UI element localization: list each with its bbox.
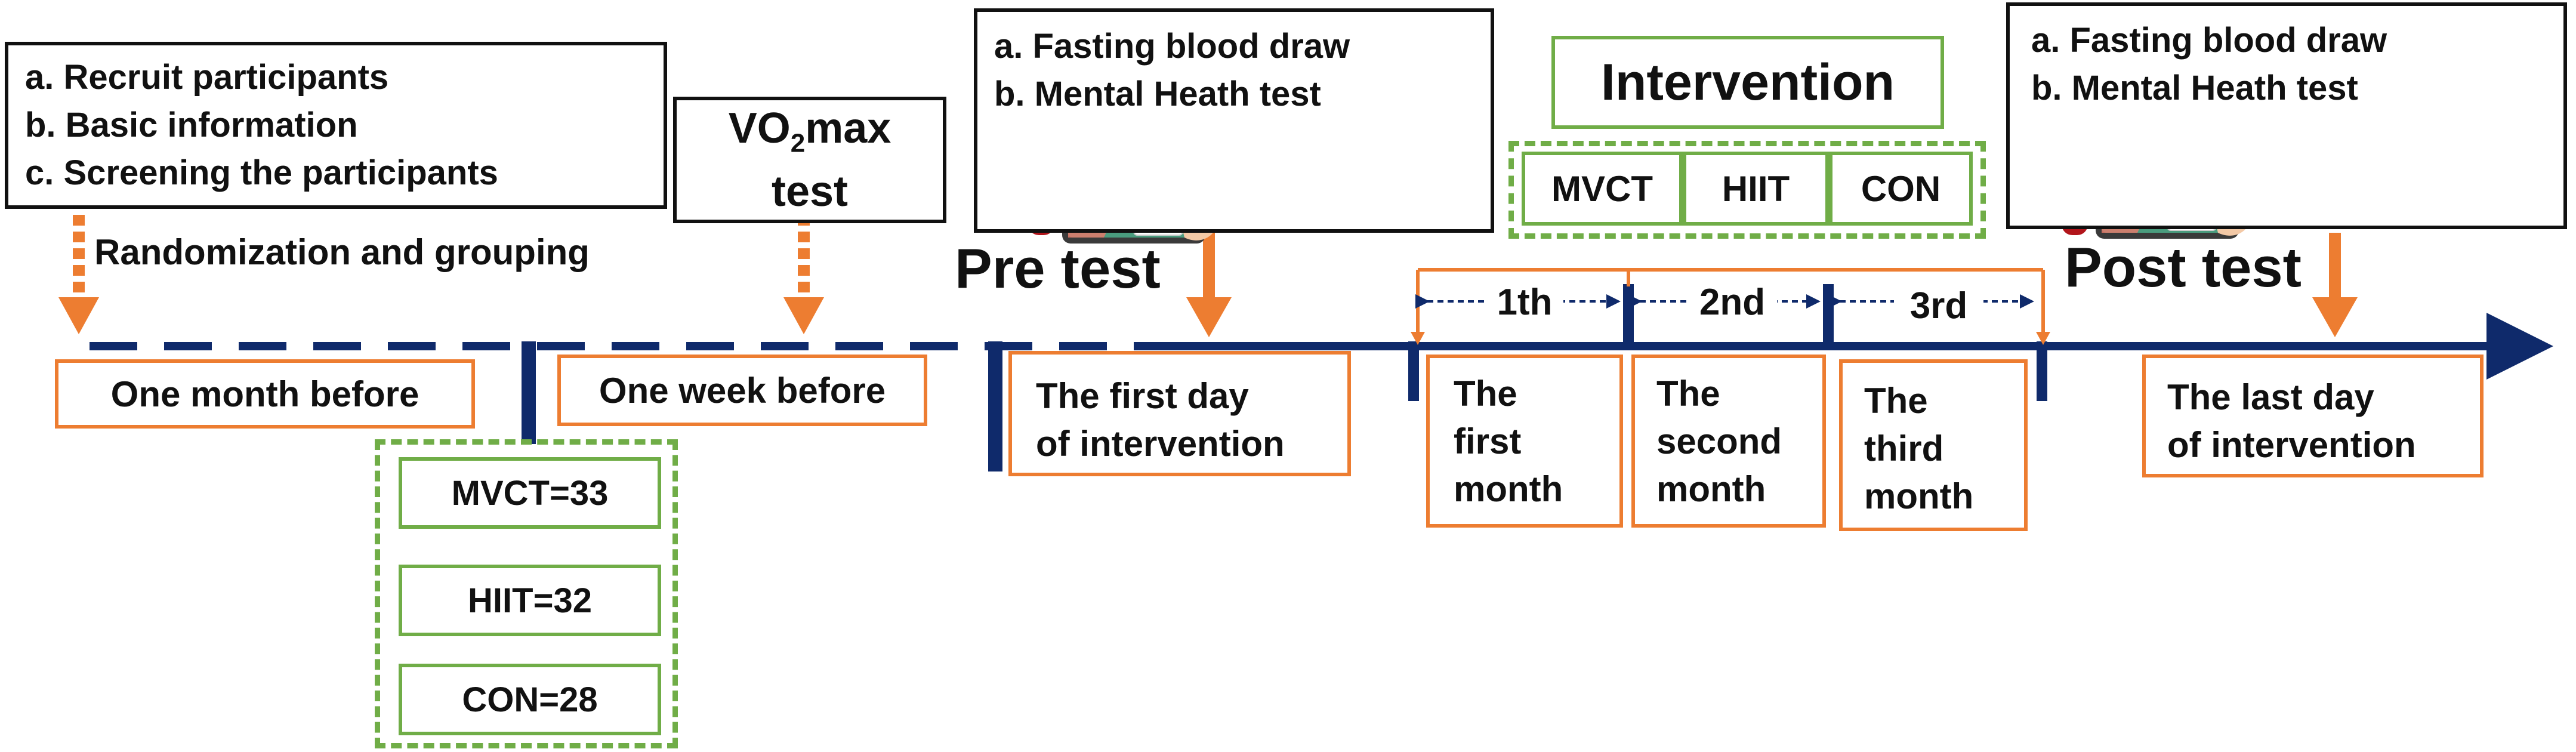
vo2max-test-label: test <box>771 167 849 215</box>
post-test-label: Post test <box>2065 236 2302 298</box>
group-size-mvct: MVCT=33 <box>399 457 661 529</box>
period-label-2: 2nd <box>1687 282 1777 323</box>
recruitment-item: c. Screening the participants <box>25 153 498 192</box>
month-2-line-2: second <box>1656 421 1782 461</box>
post-test-item: a. Fasting blood draw <box>2031 21 2387 60</box>
first-day-line-2: of intervention <box>1036 424 1285 464</box>
intervention-groups-container <box>1508 141 1986 239</box>
recruitment-box: a. Recruit participants b. Basic informa… <box>5 42 667 209</box>
vo2max-title: VO2max <box>729 104 891 167</box>
first-day-line-1: The first day <box>1036 376 1249 416</box>
arrowhead-post <box>2312 297 2358 337</box>
arrow-shaft-pre <box>1203 233 1215 298</box>
tick-one-month <box>522 341 536 444</box>
tick-month-1-end <box>1623 284 1634 344</box>
period-label-3: 3rd <box>1894 285 1983 326</box>
intervention-group-con: CON <box>1829 152 1973 226</box>
tick-month-3-end <box>2037 341 2047 401</box>
dashed-arrowhead-header <box>58 297 99 334</box>
month-1-line-1: The <box>1454 374 1517 414</box>
one-month-before-box: One month before <box>55 359 475 429</box>
last-day-box: The last day of intervention <box>2142 355 2484 477</box>
arrowhead-pre <box>1186 297 1232 337</box>
month-1-box: The first month <box>1426 355 1623 528</box>
month-2-box: The second month <box>1631 355 1826 528</box>
month-2-line-1: The <box>1656 374 1720 414</box>
group-size-hiit: HIIT=32 <box>399 565 661 636</box>
last-day-line-1: The last day <box>2167 377 2374 417</box>
dashed-arrowhead-vo2max <box>783 297 824 334</box>
month-2-line-3: month <box>1656 469 1766 509</box>
vo2max-suffix: max <box>805 104 891 153</box>
month-3-line-2: third <box>1864 429 1944 469</box>
intervention-title: Intervention <box>1551 36 1944 129</box>
post-test-item: b. Mental Heath test <box>2031 69 2358 107</box>
intervention-bracket-left-head <box>1411 332 1425 345</box>
recruitment-item: b. Basic information <box>25 106 358 144</box>
month-3-line-3: month <box>1864 476 1974 516</box>
last-day-line-2: of intervention <box>2167 425 2416 465</box>
pre-test-label: Pre test <box>955 237 1161 300</box>
one-week-before-box: One week before <box>557 355 927 426</box>
intervention-group-hiit: HIIT <box>1683 152 1829 226</box>
month-3-line-1: The <box>1864 381 1928 421</box>
tick-month-2-end <box>1823 284 1834 344</box>
period-label-1: 1th <box>1486 282 1563 323</box>
tick-first-day <box>988 341 1002 471</box>
pre-test-box: a. Fasting blood draw b. Mental Heath te… <box>974 8 1494 233</box>
pre-test-item: b. Mental Heath test <box>994 75 1321 113</box>
recruitment-item: a. Recruit participants <box>25 58 389 97</box>
intervention-bracket-right-head <box>2036 332 2050 345</box>
group-sizes-container <box>375 439 678 748</box>
intervention-group-mvct: MVCT <box>1522 152 1683 226</box>
first-day-box: The first day of intervention <box>1008 351 1351 476</box>
vo2max-prefix: VO <box>728 104 791 153</box>
vo2max-box: VO2max test <box>673 97 946 223</box>
month-3-box: The third month <box>1839 359 2028 531</box>
pre-test-item: a. Fasting blood draw <box>994 27 1350 66</box>
arrow-shaft-post <box>2329 233 2341 298</box>
tick-month-1-start <box>1408 341 1419 401</box>
group-size-con: CON=28 <box>399 664 661 735</box>
vo2max-subscript: 2 <box>790 128 806 158</box>
month-1-line-3: month <box>1454 469 1563 509</box>
post-test-box: a. Fasting blood draw b. Mental Heath te… <box>2006 2 2567 229</box>
randomization-label: Randomization and grouping <box>94 232 590 272</box>
month-1-line-2: first <box>1454 421 1522 461</box>
